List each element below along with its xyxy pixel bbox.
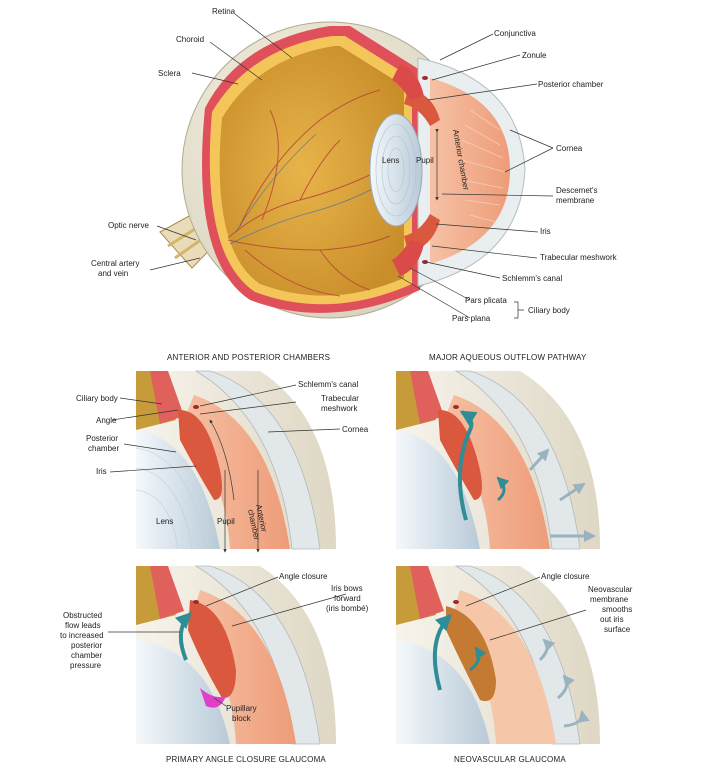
panel3-labels: Angle closure Iris bows forward (iris bo… [60,572,369,723]
p1-lens-label: Lens [156,517,173,526]
panel4-illustration [396,565,600,745]
p4-neo-label-4: out iris [600,615,624,624]
panel1-leader-lines [109,384,341,473]
pars-plana-label: Pars plana [452,314,491,323]
p1-posterior-label-2: chamber [88,444,119,453]
panel4-title: NEOVASCULAR GLAUCOMA [454,755,566,764]
p3-angle-closure-label: Angle closure [279,572,328,581]
central-artery-label-2: and vein [98,269,128,278]
p1-trabecular-label-2: meshwork [321,404,358,413]
descemet-label-1: Descemet's [556,186,598,195]
panel4-leader-lines [465,576,587,641]
lens-label: Lens [382,156,399,165]
trabecular-label: Trabecular meshwork [540,253,618,262]
choroid-label: Choroid [176,35,204,44]
p4-neo-label-3: smooths [602,605,632,614]
main-eye-illustration: Anterior chamber Lens Pupil [159,21,526,319]
p3-obstructed-label-1: Obstructed [63,611,102,620]
panel3-leader-lines [108,576,347,707]
descemet-label-2: membrane [556,196,595,205]
conjunctiva-label: Conjunctiva [494,29,536,38]
p3-obstructed-label-2: flow leads [65,621,101,630]
p3-iris-bows-label-3: (iris bombé) [326,604,369,613]
schlemm-label: Schlemm's canal [502,274,562,283]
panel1-title: ANTERIOR AND POSTERIOR CHAMBERS [167,353,330,362]
p4-neo-label-1: Neovascular [588,585,633,594]
p3-obstructed-label-4: posterior [71,641,102,650]
p4-neo-label-5: surface [604,625,631,634]
p4-neo-label-2: membrane [590,595,629,604]
p1-ciliary-body-label: Ciliary body [76,394,118,403]
p1-iris-label: Iris [96,467,107,476]
p3-obstructed-label-3: to increased [60,631,104,640]
pars-plicata-label: Pars plicata [465,296,507,305]
central-artery-label-1: Central artery [91,259,139,268]
anterior-chamber-shape [430,78,510,264]
p1-angle-label: Angle [96,416,117,425]
pupil-label: Pupil [416,156,434,165]
p3-iris-bows-label-1: Iris bows [331,584,363,593]
p1-pupil-label: Pupil [217,517,235,526]
sclera-label: Sclera [158,69,181,78]
ciliary-body-label: Ciliary body [528,306,570,315]
p1-cornea-label: Cornea [342,425,369,434]
optic-nerve-label: Optic nerve [108,221,149,230]
main-labels: Retina Choroid Sclera Optic nerve Centra… [91,7,618,323]
panel2-title: MAJOR AQUEOUS OUTFLOW PATHWAY [429,353,587,362]
p3-iris-bows-label-2: forward [334,594,361,603]
panel3-title: PRIMARY ANGLE CLOSURE GLAUCOMA [166,755,326,764]
p1-schlemm-label: Schlemm's canal [298,380,358,389]
panel4-labels: Angle closure Neovascular membrane smoot… [541,572,633,634]
zonule-label: Zonule [522,51,547,60]
p3-pupillary-label-1: Pupillary [226,704,257,713]
vitreous-shape [219,46,404,296]
panel1-illustration [135,370,336,553]
retinal-vessels [227,89,391,297]
lens-shape [369,113,423,227]
p1-posterior-label-1: Posterior [86,434,118,443]
iris-label: Iris [540,227,551,236]
main-leader-lines [149,13,554,319]
retina-label: Retina [212,7,236,16]
p3-obstructed-label-5: chamber [71,651,102,660]
p1-trabecular-label-1: Trabecular [321,394,359,403]
posterior-chamber-label: Posterior chamber [538,80,604,89]
panel2-illustration [396,370,600,550]
p3-pupillary-label-2: block [232,714,252,723]
p4-angle-closure-label: Angle closure [541,572,590,581]
cornea-label: Cornea [556,144,583,153]
p3-obstructed-label-6: pressure [70,661,102,670]
